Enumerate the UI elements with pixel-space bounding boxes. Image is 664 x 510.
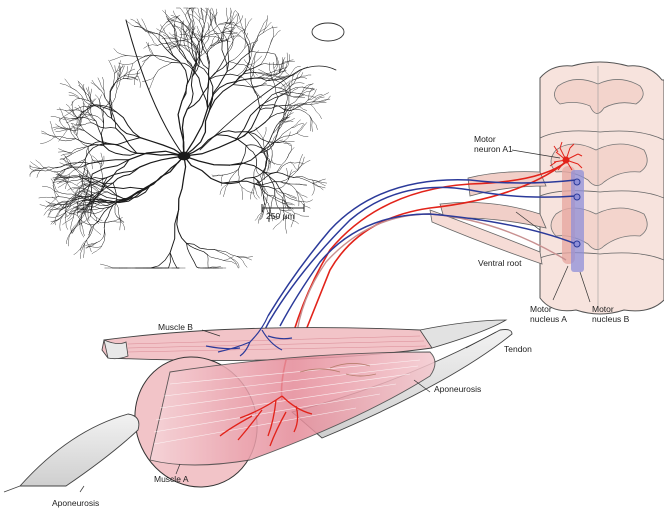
motor-neuron-a1-label: Motor neuron A1: [474, 134, 513, 154]
aponeurosis-bottom: [20, 414, 139, 486]
muscle-a-label: Muscle A: [154, 474, 189, 484]
ventral-roots: [430, 172, 546, 264]
tendon-label: Tendon: [504, 344, 532, 354]
motor-nucleus-b-label: Motor nucleus B: [592, 304, 629, 324]
aponeurosis-bottom-label: Aponeurosis: [52, 498, 99, 508]
blue-axons: [262, 180, 576, 340]
aponeurosis-right-label: Aponeurosis: [434, 384, 481, 394]
ventral-root-label: Ventral root: [478, 258, 521, 268]
scale-bar-label: 250 µm: [266, 211, 295, 221]
muscle-b-label: Muscle B: [158, 322, 193, 332]
spinal-cord: [540, 62, 664, 314]
traced-motor-neuron: [30, 8, 336, 268]
cross-section-ellipse: [312, 23, 344, 41]
motor-nucleus-a-label: Motor nucleus A: [530, 304, 567, 324]
